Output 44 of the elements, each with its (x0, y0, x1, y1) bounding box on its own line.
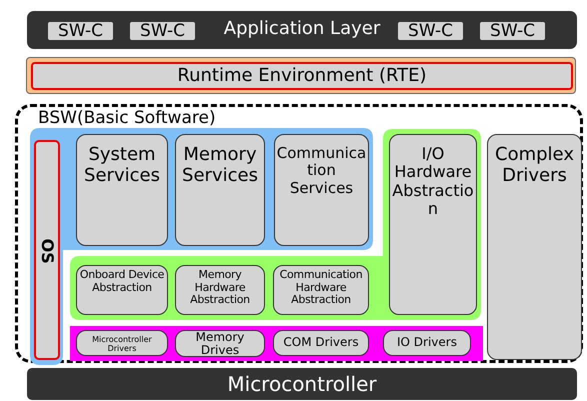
component-tag (398, 22, 463, 40)
module-label: COM Drivers (282, 336, 360, 350)
module-box (389, 134, 477, 315)
component-label: SW-C (407, 22, 454, 42)
module-box (76, 134, 168, 246)
hardware-band (27, 368, 577, 400)
component-tag (480, 22, 545, 40)
layer-label: Microcontroller (226, 371, 378, 398)
module-label: IO Drivers (396, 336, 458, 350)
module-box (76, 330, 168, 356)
layer-label: Application Layer (224, 19, 380, 40)
module-box (76, 265, 168, 315)
module-label: Communication Hardware Abstraction (278, 269, 364, 307)
module-box (273, 265, 369, 315)
module-box (383, 330, 471, 356)
rte-band (26, 57, 576, 94)
os-box (34, 140, 60, 360)
module-box (175, 265, 265, 315)
module-label: I/O Hardware Abstraction (391, 145, 475, 219)
component-label: SW-C (489, 22, 536, 42)
drivers-region (70, 326, 483, 361)
module-box (487, 134, 582, 360)
module-box (175, 330, 265, 357)
layer-label: Runtime Environment (RTE) (31, 62, 573, 90)
component-label: SW-C (139, 22, 186, 42)
bsw-container (15, 104, 583, 363)
component-label: SW-C (57, 22, 104, 42)
module-label: Complex Drivers (494, 145, 575, 186)
abstraction-region (70, 129, 481, 320)
component-tag (48, 22, 113, 40)
module-label: Memory Services (181, 145, 259, 186)
module-label: Memory Hardware Abstraction (189, 269, 251, 307)
module-box (273, 330, 369, 356)
module-label: Memory Drives (194, 331, 246, 357)
module-label: Communication Services (276, 145, 368, 197)
module-label: Onboard Device Abstraction (78, 269, 166, 294)
layer-band (27, 11, 577, 49)
component-tag (130, 22, 195, 40)
module-label: Microcontroller Drivers (91, 335, 153, 354)
os-label: OS (38, 238, 56, 264)
module-label: System Services (83, 145, 161, 186)
module-box (274, 134, 369, 246)
module-box (175, 134, 265, 246)
container-label: BSW(Basic Software) (38, 109, 216, 129)
